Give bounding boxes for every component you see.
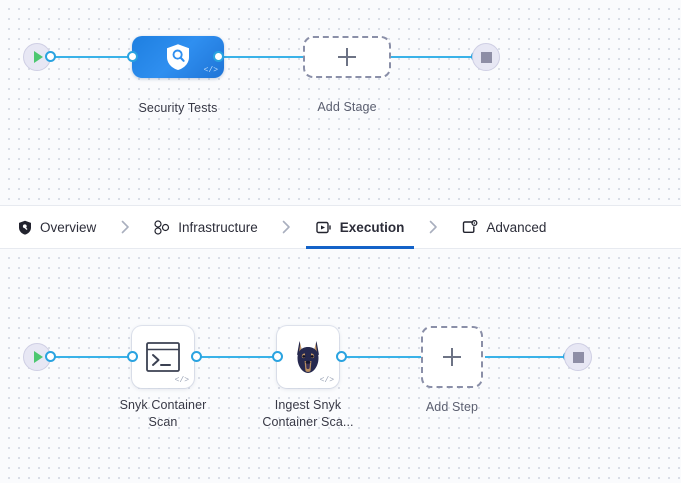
connector-start-to-stage	[48, 56, 136, 58]
step-node-label: Ingest Snyk Container Sca...	[243, 397, 373, 431]
stop-icon	[480, 51, 492, 63]
tab-overview[interactable]: Overview	[18, 205, 96, 249]
add-step-label: Add Step	[425, 400, 479, 414]
add-stage-button[interactable]	[303, 36, 391, 78]
step-start-node[interactable]	[23, 343, 51, 371]
square-gear-icon	[462, 219, 478, 235]
step-node-label: Snyk Container Scan	[98, 397, 228, 431]
chevron-right-icon	[96, 205, 154, 249]
tab-overview-label: Overview	[40, 219, 97, 235]
play-frame-icon	[316, 220, 332, 235]
connector-addstep-to-end	[485, 356, 569, 358]
play-icon	[34, 51, 43, 63]
step2-input-port[interactable]	[272, 351, 283, 362]
step-end-node[interactable]	[564, 343, 592, 371]
plus-icon	[443, 348, 461, 366]
tab-advanced[interactable]: Advanced	[462, 205, 546, 249]
tab-infrastructure[interactable]: Infrastructure	[154, 205, 258, 249]
add-stage-label: Add Stage	[317, 100, 377, 114]
stage-node-label: Security Tests	[138, 101, 218, 115]
stage-node-output-port[interactable]	[213, 51, 224, 62]
chevron-right-icon	[404, 205, 462, 249]
play-icon	[34, 351, 43, 363]
tab-infrastructure-label: Infrastructure	[178, 219, 258, 235]
connector-step1-to-step2	[196, 356, 280, 358]
nodes-icon	[154, 219, 170, 235]
step1-input-port[interactable]	[127, 351, 138, 362]
stage-node-security-tests[interactable]: </>	[132, 36, 224, 78]
step-label-line2: Scan	[148, 415, 178, 429]
plus-icon	[338, 48, 356, 66]
step-label-line1: Snyk Container	[119, 398, 207, 412]
tab-advanced-label: Advanced	[486, 219, 547, 235]
step-label-line2: Container Sca...	[262, 415, 354, 429]
terminal-icon	[146, 342, 180, 372]
chevron-right-icon	[258, 205, 316, 249]
stage-code-badge: </>	[203, 66, 218, 75]
shield-search-icon	[167, 44, 189, 70]
stage-end-node[interactable]	[472, 43, 500, 71]
step-node-ingest-snyk-container-scan[interactable]: </>	[277, 326, 339, 388]
stage-node-input-port[interactable]	[127, 51, 138, 62]
tab-execution-label: Execution	[339, 219, 405, 235]
step-code-badge: </>	[174, 376, 189, 385]
add-step-button[interactable]	[421, 326, 483, 388]
step-node-snyk-container-scan[interactable]: </>	[132, 326, 194, 388]
step-start-port[interactable]	[45, 351, 56, 362]
pipeline-stage-canvas[interactable]: </> Security Tests Add Stage	[0, 0, 681, 205]
snyk-doberman-icon	[297, 341, 319, 373]
step1-output-port[interactable]	[191, 351, 202, 362]
stage-config-tabs[interactable]: Overview Infrastructure	[0, 205, 681, 249]
connector-addstage-to-end	[390, 56, 476, 58]
step-label-line1: Ingest Snyk	[274, 398, 342, 412]
tab-execution[interactable]: Execution	[305, 205, 414, 249]
stage-start-port[interactable]	[45, 51, 56, 62]
connector-step2-to-addstep	[340, 356, 424, 358]
connector-start-to-step1	[48, 356, 136, 358]
step-code-badge: </>	[319, 376, 334, 385]
stop-icon	[572, 351, 584, 363]
step2-output-port[interactable]	[336, 351, 347, 362]
connector-stage-to-addstage	[218, 56, 304, 58]
shield-icon	[18, 220, 32, 235]
execution-steps-canvas[interactable]: </> Snyk Container Scan	[0, 249, 681, 483]
